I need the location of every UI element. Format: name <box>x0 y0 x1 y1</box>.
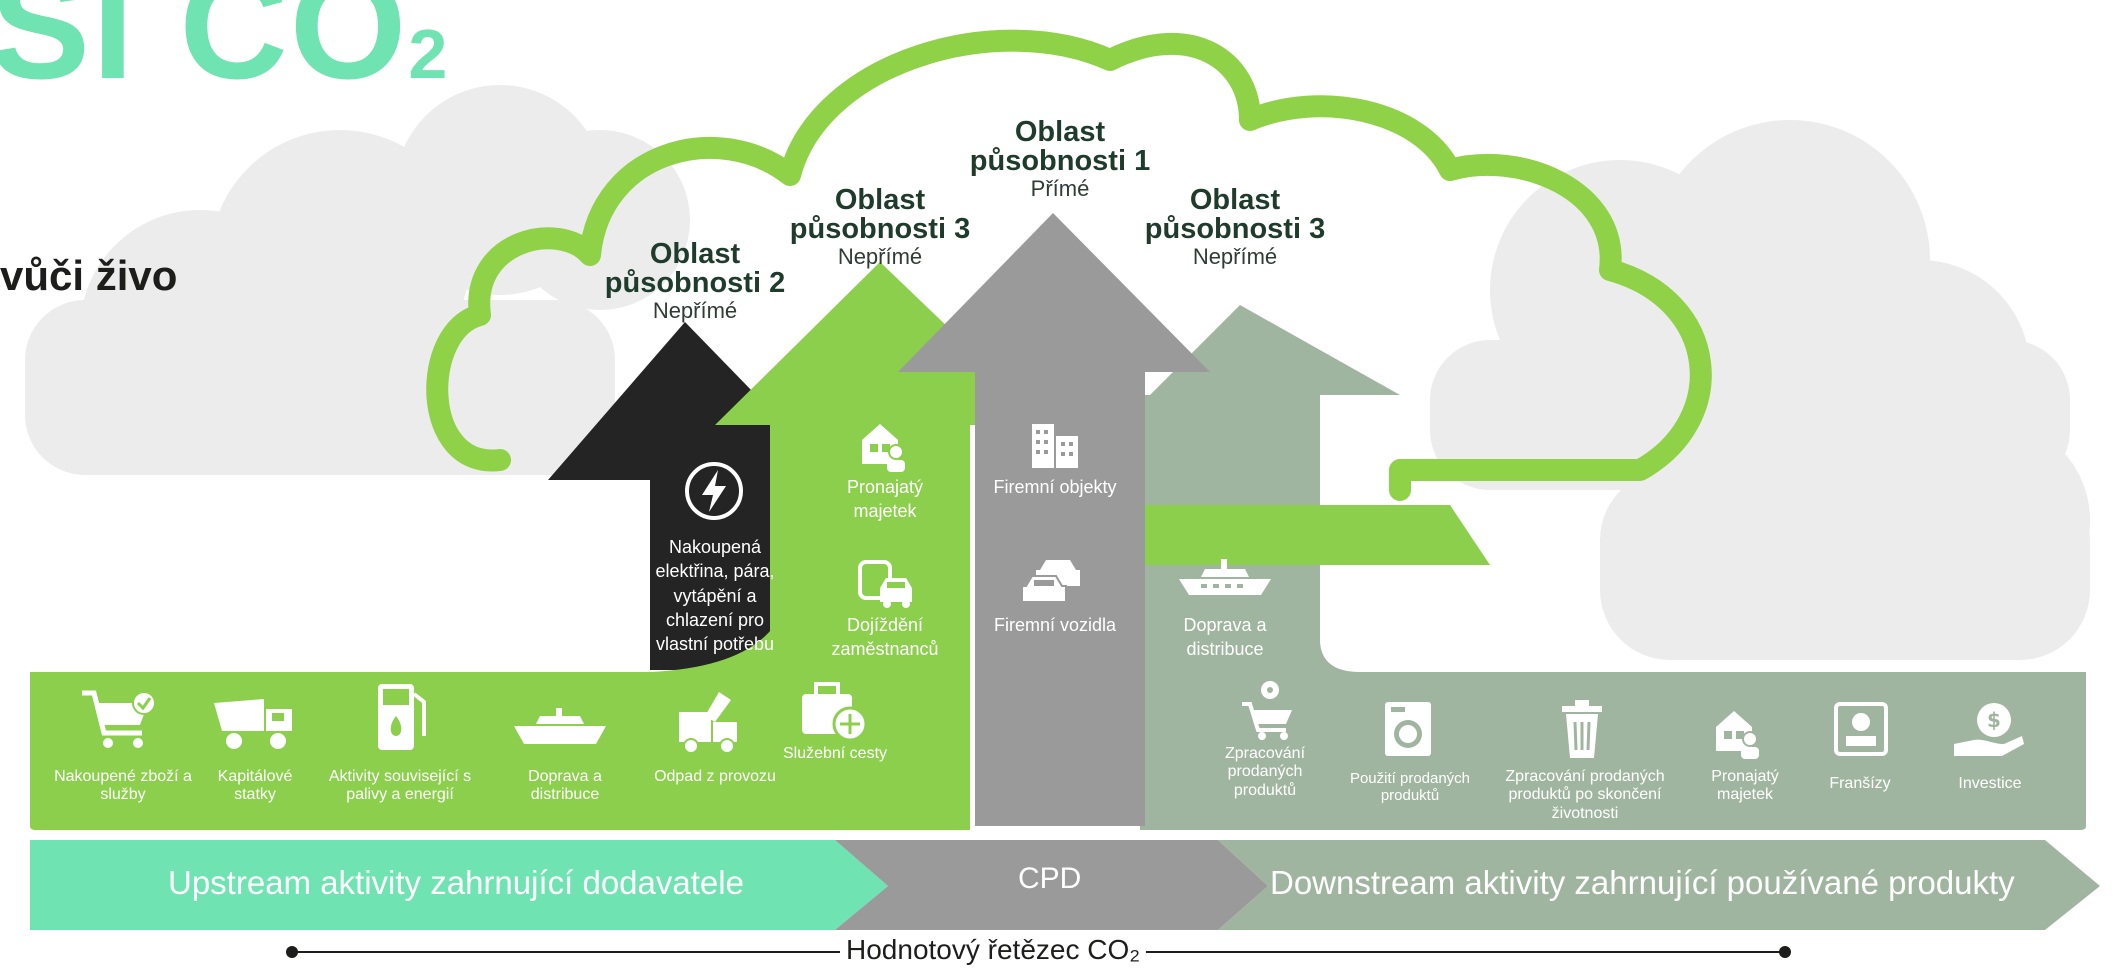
page-title: SI CO2 <box>0 0 450 110</box>
washing-machine-icon <box>1385 702 1431 756</box>
house-person-icon <box>862 424 905 472</box>
downstream-item-label: Použití prodaných produktů <box>1349 770 1471 805</box>
cart-icon <box>82 690 156 748</box>
upstream-item-label: Odpad z provozu <box>654 768 776 785</box>
downstream-item-label: Pronajatý majetek <box>1711 768 1779 804</box>
green-cloud-outline <box>426 29 1712 501</box>
building-icon <box>1032 424 1078 468</box>
downstream-item-label: Zpracování prodaných produktů po skončen… <box>1505 768 1665 822</box>
ship-icon <box>514 708 606 744</box>
hand-dollar-icon: $ <box>1954 703 2024 756</box>
company-facilities-label: Firemní objekty <box>993 477 1117 497</box>
upstream-item-label: Doprava a distribuce <box>528 768 602 804</box>
dump-truck-icon <box>214 699 292 751</box>
trash-bin-icon <box>1562 700 1602 758</box>
bus-car-icon <box>858 560 912 608</box>
upstream-item-label: Aktivity související s palivy a energií <box>328 768 472 804</box>
band-upstream <box>30 840 888 930</box>
scope3-up-arrow <box>715 262 1050 830</box>
cpd-band-label: CPD <box>1018 862 1082 895</box>
electricity-label: Nakoupená elektřina, pára, vytápění a ch… <box>655 537 775 655</box>
band-downstream <box>1218 840 2100 930</box>
certificate-icon <box>1834 702 1888 756</box>
cart-gear-icon <box>1242 681 1292 740</box>
leased-assets-label: Pronajatý majetek <box>846 477 924 522</box>
scope1-arrow <box>898 213 1210 826</box>
ship-icon <box>1179 559 1271 595</box>
background-clouds <box>25 85 2090 660</box>
upstream-bar <box>30 672 970 830</box>
company-vehicles-label: Firemní vozidla <box>993 615 1117 635</box>
commuting-label: Dojíždění zaměstnanců <box>831 615 939 660</box>
upstream-item-label: Služební cesty <box>782 745 888 762</box>
upstream-item-label: Nakoupené zboží a služby <box>54 768 192 804</box>
value-chain-label: Hodnotový řetězec CO₂ <box>840 934 1147 966</box>
page-subtitle: vůči živo <box>0 252 178 299</box>
cars-icon <box>1022 560 1080 603</box>
fuel-pump-icon <box>378 684 426 750</box>
upstream-band-label: Upstream aktivity zahrnující dodavatele <box>168 864 744 901</box>
scope2-arrow <box>548 322 790 670</box>
transport-downstream-label: Doprava a distribuce <box>1183 615 1267 660</box>
downstream-item-label: Franšízy <box>1829 775 1891 792</box>
downstream-item-label: Zpracování prodaných produktů <box>1224 745 1306 799</box>
house-person-icon <box>1716 711 1759 759</box>
lightning-icon <box>685 462 743 520</box>
downstream-band-label: Downstream aktivity zahrnující používané… <box>1270 864 2015 901</box>
svg-text:$: $ <box>1987 708 2001 732</box>
garbage-truck-icon <box>679 692 737 754</box>
band-cpd <box>835 840 1268 930</box>
suitcase-icon <box>802 682 868 742</box>
downstream-bar <box>1140 672 2086 830</box>
downstream-item-label: Investice <box>1958 775 2022 792</box>
upstream-item-label: Kapitálové statky <box>217 768 293 804</box>
